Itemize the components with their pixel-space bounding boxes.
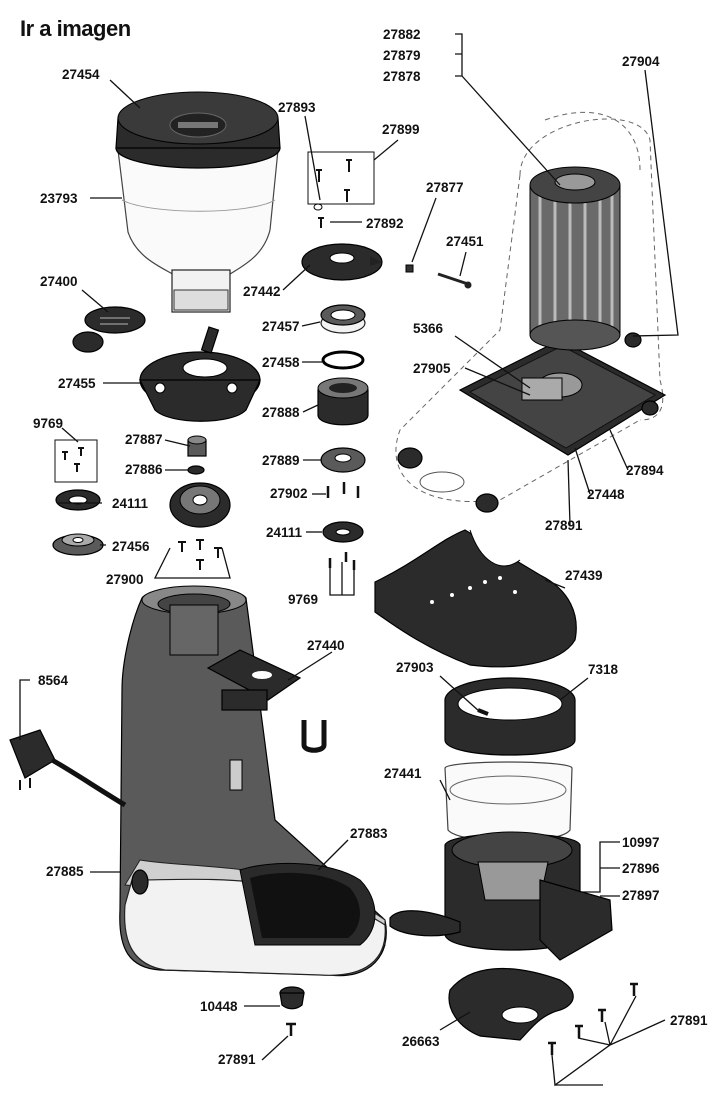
burr-holder-part[interactable] — [317, 377, 369, 426]
label-27892: 27892 — [366, 216, 404, 231]
label-9769-middle: 9769 — [288, 592, 318, 607]
label-27455: 27455 — [58, 376, 96, 391]
label-9769-left: 9769 — [33, 416, 63, 431]
clip-part[interactable] — [301, 720, 327, 753]
label-27439: 27439 — [565, 568, 603, 583]
washer-part[interactable] — [187, 465, 205, 475]
label-27456: 27456 — [112, 539, 150, 554]
pin-27451-part[interactable] — [437, 272, 469, 286]
lower-carrier-part[interactable] — [320, 447, 366, 473]
screws-27891-bottom-part[interactable] — [548, 982, 638, 1055]
screw-27903-part[interactable] — [477, 708, 489, 716]
label-27903: 27903 — [396, 660, 434, 675]
label-27889: 27889 — [262, 453, 300, 468]
label-24111-middle: 24111 — [266, 525, 303, 540]
label-27457: 27457 — [262, 319, 300, 334]
cover-27439-part[interactable] — [374, 529, 577, 668]
label-27877: 27877 — [426, 180, 464, 195]
screws-27902-part[interactable] — [326, 482, 360, 498]
screw-box-27899[interactable] — [307, 151, 375, 205]
label-27458: 27458 — [262, 355, 300, 370]
screw-set-part[interactable] — [54, 439, 98, 483]
lower-burr-part[interactable] — [52, 533, 104, 556]
hopper-part[interactable] — [117, 134, 279, 313]
label-5366: 5366 — [413, 321, 444, 336]
label-7318: 7318 — [588, 662, 619, 677]
label-27896: 27896 — [622, 861, 660, 876]
label-24111-left: 24111 — [112, 496, 149, 511]
label-27897: 27897 — [622, 888, 660, 903]
nut-part[interactable] — [187, 435, 207, 457]
foot-10448-part[interactable] — [279, 986, 305, 1010]
top-disc-part[interactable] — [301, 243, 383, 281]
label-27887: 27887 — [125, 432, 163, 447]
glass-container-part[interactable] — [444, 761, 573, 842]
label-10997: 10997 — [622, 835, 660, 850]
label-27894: 27894 — [626, 463, 664, 478]
tamper-base-part[interactable] — [448, 967, 574, 1041]
screw-27877-part[interactable] — [405, 264, 414, 273]
label-27878: 27878 — [383, 69, 421, 84]
burr-24111-middle-part[interactable] — [322, 521, 364, 543]
power-cord-part[interactable] — [9, 729, 127, 808]
label-27905: 27905 — [413, 361, 451, 376]
portafilter-support-part[interactable] — [206, 649, 302, 711]
screws-9769-middle-part[interactable] — [328, 552, 356, 570]
label-27882: 27882 — [383, 27, 421, 42]
capacitor-part[interactable] — [521, 372, 583, 401]
screws-27900-part[interactable] — [178, 539, 222, 570]
label-27904: 27904 — [622, 54, 660, 69]
screw-27892-part[interactable] — [318, 217, 324, 228]
label-27448: 27448 — [587, 487, 625, 502]
label-27891-top: 27891 — [545, 518, 583, 533]
grinder-body-part[interactable] — [119, 585, 387, 977]
label-27454: 27454 — [62, 67, 100, 82]
bracket-27900 — [153, 547, 231, 579]
screw-27891-foot-part[interactable] — [286, 1022, 296, 1036]
label-26663: 26663 — [402, 1034, 440, 1049]
upper-burr-carrier-part[interactable] — [169, 482, 231, 528]
part-number-labels: 27454 23793 27400 27455 9769 27887 27886… — [33, 27, 708, 1067]
burr-part[interactable] — [55, 489, 101, 511]
label-27879: 27879 — [383, 48, 421, 63]
label-27891-bottom: 27891 — [670, 1013, 708, 1028]
label-27891-foot: 27891 — [218, 1052, 256, 1067]
label-27899: 27899 — [382, 122, 420, 137]
label-27888: 27888 — [262, 405, 300, 420]
stopper-part[interactable] — [72, 306, 146, 353]
o-ring-part[interactable] — [321, 350, 365, 370]
dosing-chamber-part[interactable] — [389, 831, 613, 961]
label-27893: 27893 — [278, 100, 316, 115]
motor-housing-dashed — [395, 111, 664, 502]
ring-7318-part[interactable] — [444, 677, 576, 756]
label-23793: 23793 — [40, 191, 78, 206]
label-27886: 27886 — [125, 462, 163, 477]
label-8564: 8564 — [38, 673, 69, 688]
motor-part[interactable] — [529, 166, 621, 351]
label-27441: 27441 — [384, 766, 422, 781]
screw-27893-part[interactable] — [313, 203, 323, 211]
label-27442: 27442 — [243, 284, 281, 299]
label-27885: 27885 — [46, 864, 84, 879]
label-27883: 27883 — [350, 826, 388, 841]
label-27900: 27900 — [106, 572, 144, 587]
base-opening — [419, 471, 465, 493]
adjustment-ring-part[interactable] — [320, 304, 366, 334]
leader-lines — [19, 33, 679, 1087]
label-27451: 27451 — [446, 234, 484, 249]
label-10448: 10448 — [200, 999, 238, 1014]
bracket-9769-middle — [329, 562, 355, 596]
label-27400: 27400 — [40, 274, 78, 289]
go-to-image-link[interactable]: Ir a imagen — [20, 16, 131, 41]
label-27902: 27902 — [270, 486, 308, 501]
label-27440: 27440 — [307, 638, 345, 653]
hopper-collar-part[interactable] — [139, 326, 261, 422]
hopper-lid-part[interactable] — [115, 91, 281, 169]
